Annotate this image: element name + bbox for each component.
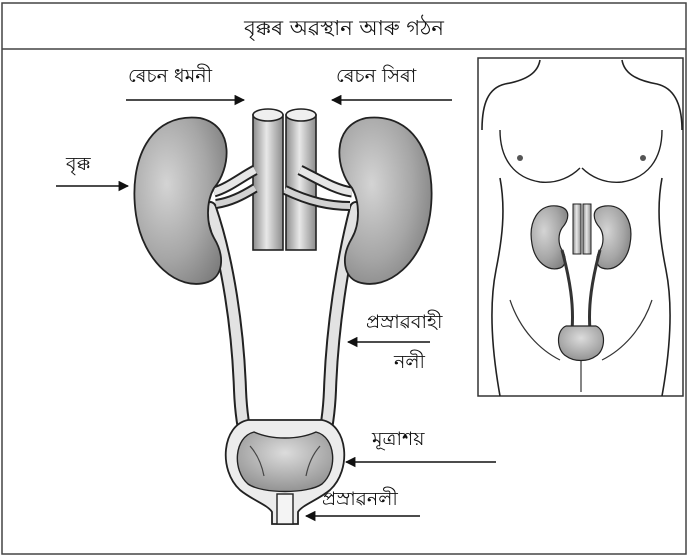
- renal-artery-label: ৰেচন ধমনী: [128, 64, 213, 87]
- bladder-label: মূত্ৰাশয়: [371, 428, 425, 450]
- ureter-label-line1: প্ৰস্ৰাৱবাহী: [366, 310, 443, 333]
- inset-artery: [573, 204, 581, 254]
- nipple-left: [517, 155, 523, 161]
- renal-artery-trunk: [253, 109, 283, 250]
- diagram-title: বৃক্কৰ অৱস্থান আৰু গঠন: [243, 15, 444, 41]
- renal-vein-label: ৰেচন সিৰা: [336, 65, 417, 87]
- inset-vein: [583, 204, 591, 254]
- kidney-label: বৃক্ক: [65, 153, 92, 175]
- nipple-right: [640, 155, 646, 161]
- ureter-label-line2: নলী: [393, 350, 425, 373]
- urethra-label: প্ৰস্ৰাৱনলী: [322, 487, 398, 510]
- torso-inset: [478, 58, 683, 396]
- urethra: [277, 494, 293, 524]
- bladder: [237, 432, 332, 492]
- inset-bladder: [559, 326, 604, 361]
